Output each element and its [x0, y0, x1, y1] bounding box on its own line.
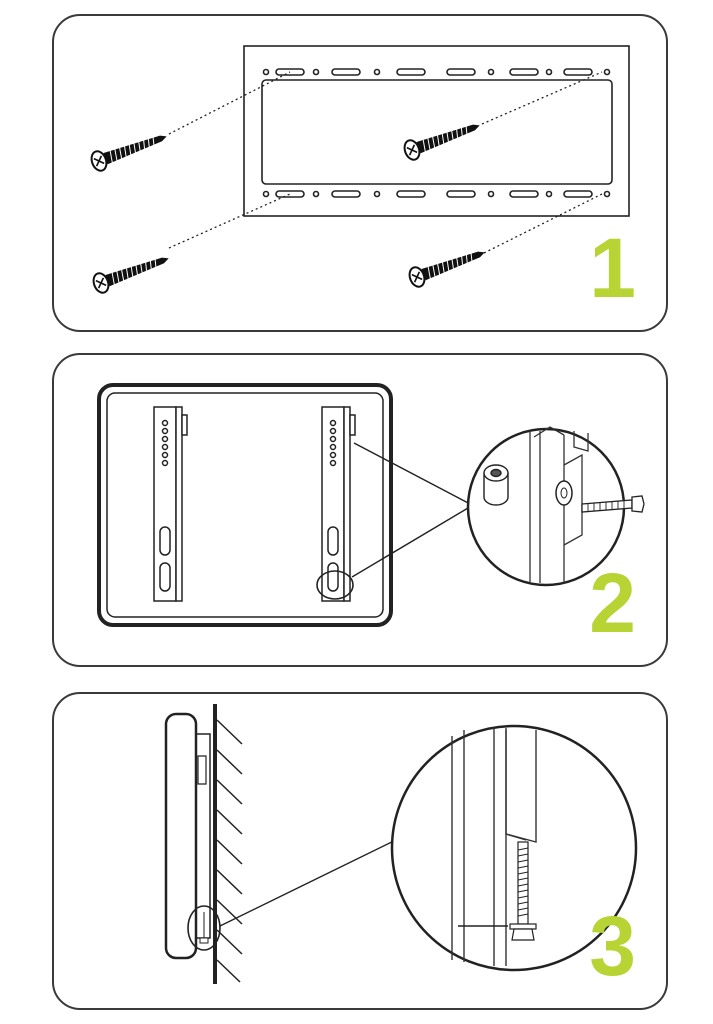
detail-magnifier	[390, 724, 638, 972]
screw-icon	[403, 124, 480, 161]
step-3-illustration	[164, 704, 638, 984]
detail-marker	[187, 905, 221, 951]
step-number-3: 3	[589, 899, 636, 993]
tv-back	[97, 383, 393, 627]
washer	[555, 480, 573, 506]
spacer	[483, 464, 509, 506]
detail-magnifier	[466, 426, 645, 587]
step-1-panel: 1	[52, 14, 668, 332]
screw-icon	[408, 251, 485, 288]
wall-hatch	[213, 704, 243, 984]
screw-icon	[92, 257, 169, 294]
bracket-arm	[153, 406, 188, 602]
step-number-2: 2	[589, 556, 636, 650]
step-1-illustration	[90, 45, 630, 294]
bottom-slots	[262, 190, 611, 198]
bolt-icon	[458, 841, 537, 941]
screw-icon	[90, 135, 167, 172]
wall-plate	[243, 45, 630, 217]
step-3-panel: 3	[52, 692, 668, 1010]
callout-lines	[351, 442, 473, 578]
step-2-panel: 2	[52, 353, 668, 667]
guide-lines	[168, 71, 603, 254]
detail-marker	[316, 570, 354, 600]
top-slots	[262, 68, 611, 76]
bracket-arm	[321, 406, 356, 602]
bolt-icon	[581, 495, 645, 513]
step-number-1: 1	[589, 221, 636, 315]
callout-line	[219, 835, 405, 927]
step-2-illustration	[97, 383, 645, 627]
bolt-small	[199, 912, 209, 944]
